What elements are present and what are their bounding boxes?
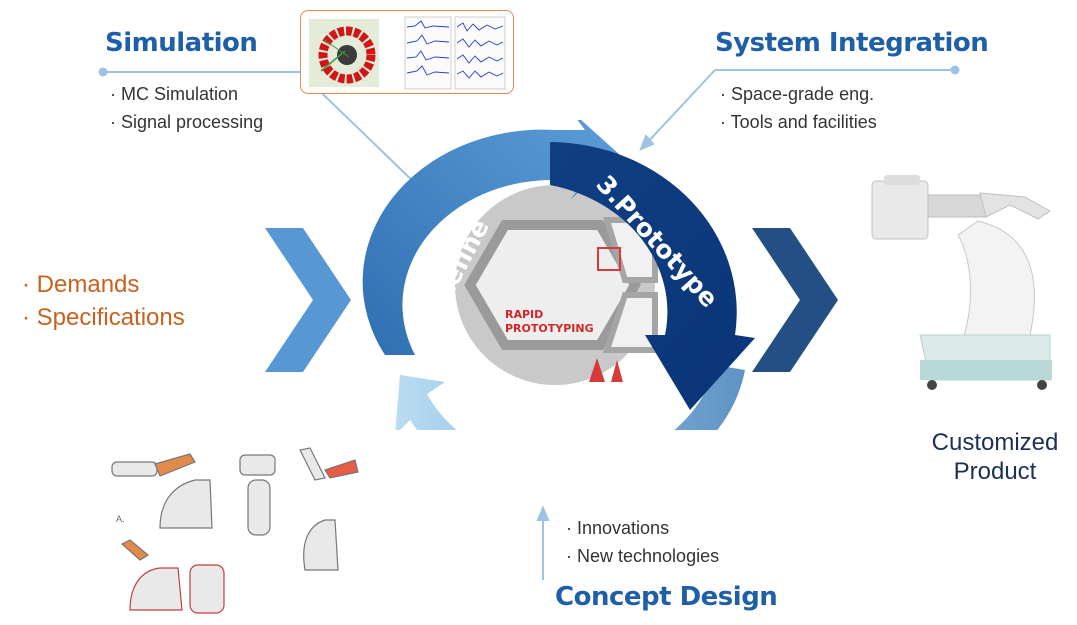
customized-product-line1: Customized xyxy=(931,429,1059,456)
sketch-annotation-a: A. xyxy=(116,514,125,524)
concept-design-item: New technologies xyxy=(566,542,719,570)
simulation-item: MC Simulation xyxy=(110,80,263,108)
concept-design-list: Innovations New technologies xyxy=(566,514,719,570)
simulation-thumbnail xyxy=(300,10,514,94)
system-integration-connector-arrowhead xyxy=(639,134,655,151)
center-label-line1: RAPID xyxy=(505,308,543,321)
system-integration-list: Space-grade eng. Tools and facilities xyxy=(720,80,877,136)
simulation-item: Signal processing xyxy=(110,108,263,136)
input-chevron xyxy=(265,228,351,372)
system-integration-title: System Integration xyxy=(715,28,989,58)
simulation-underline-dot xyxy=(98,67,108,77)
customized-product-line2: Product xyxy=(953,458,1037,485)
inputs-item: Specifications xyxy=(22,301,185,334)
review-arrow xyxy=(395,365,745,430)
review-label: 1.Review xyxy=(472,397,603,430)
output-chevron xyxy=(752,228,838,372)
inputs-list: Demands Specifications xyxy=(22,268,185,334)
concept-design-item: Innovations xyxy=(566,514,719,542)
concept-design-title: Concept Design xyxy=(555,582,778,612)
customized-product-label: Customized Product xyxy=(900,428,1077,486)
prototype-arrow xyxy=(550,142,755,410)
system-integration-item: Space-grade eng. xyxy=(720,80,877,108)
cycle-diagram: RAPID PROTOTYPING 2.Refine 3.Prototype 1… xyxy=(362,120,755,430)
simulation-plots-image xyxy=(309,16,506,90)
system-integration-item: Tools and facilities xyxy=(720,108,877,136)
system-integration-connector xyxy=(644,69,716,146)
inputs-item: Demands xyxy=(22,268,185,301)
center-label-line2: PROTOTYPING xyxy=(505,322,594,335)
simulation-list: MC Simulation Signal processing xyxy=(110,80,263,136)
concept-sketch-image: A. xyxy=(100,440,370,625)
simulation-title: Simulation xyxy=(105,28,258,58)
customized-product-image xyxy=(860,175,1060,400)
concept-design-connector-arrowhead xyxy=(536,505,550,521)
system-integration-underline-dot xyxy=(950,65,960,75)
